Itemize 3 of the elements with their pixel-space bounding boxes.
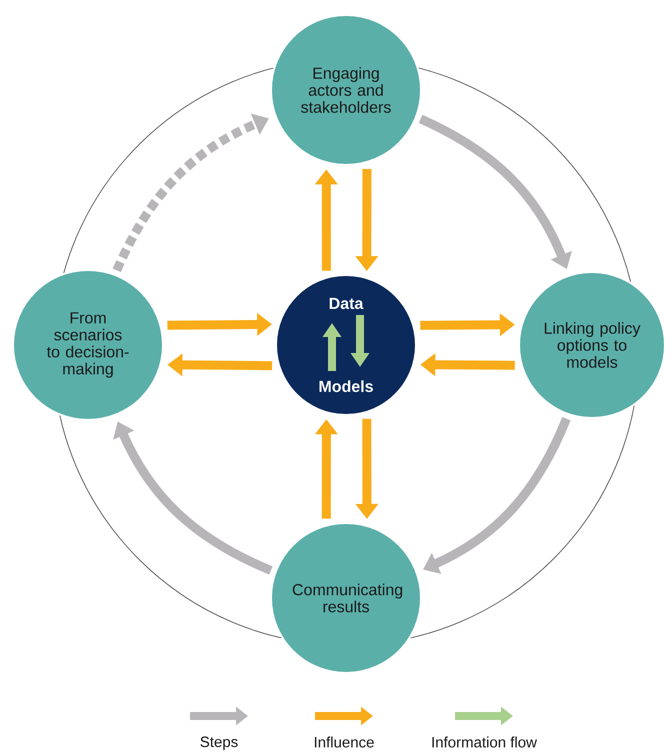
legend-label: Influence [314, 736, 374, 748]
legend-label: Steps [200, 736, 238, 750]
legend-label: Information flow [432, 736, 537, 748]
